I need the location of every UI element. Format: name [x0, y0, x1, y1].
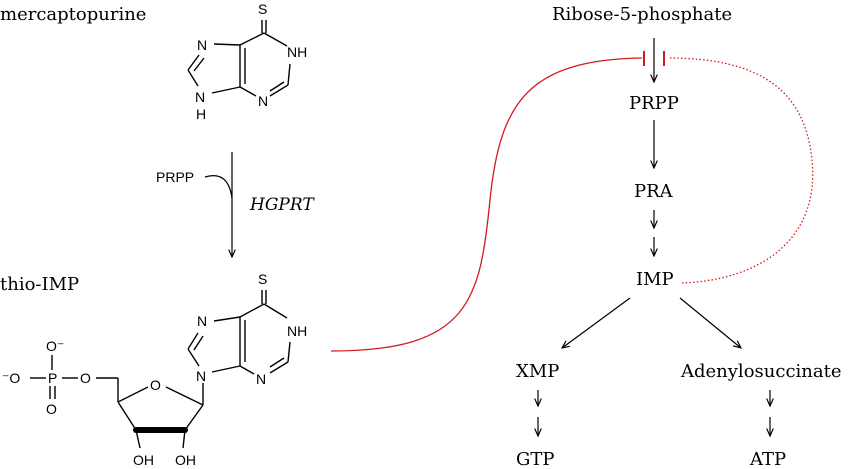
node-prpp: PRPP: [629, 93, 679, 114]
mercaptopurine-label: mercaptopurine: [0, 4, 146, 25]
atom-o-minus-top: O⁻: [46, 338, 64, 354]
node-gtp: GTP: [516, 449, 555, 469]
atom-h-9: H: [196, 106, 206, 122]
atom-o-double: O: [46, 401, 57, 417]
atom-o-ring: O: [150, 377, 161, 393]
atom-o-minus-left: ⁻O: [2, 370, 20, 386]
atom-o-ester: O: [80, 370, 91, 386]
atom-n-7-thio: N: [197, 313, 207, 329]
purine-pathway: Ribose-5-phosphate PRPP PRA IMP XMP Aden…: [516, 4, 842, 469]
thio-imp-inhibition-line: [330, 57, 643, 352]
hgprt-reaction: PRPP HGPRT: [156, 152, 315, 257]
inhibition-lines: [330, 51, 814, 352]
atom-s-top: S: [258, 1, 267, 17]
atom-nh-thio: NH: [287, 323, 307, 339]
atom-n-3: N: [258, 93, 268, 109]
atom-p: P: [48, 370, 57, 386]
thio-imp-label: thio-IMP: [0, 274, 79, 295]
node-xmp: XMP: [516, 361, 559, 382]
node-pra: PRA: [634, 181, 674, 202]
atom-nh-1: NH: [287, 44, 307, 60]
node-imp: IMP: [636, 269, 674, 290]
node-atp: ATP: [749, 449, 786, 469]
atom-n-7: N: [197, 37, 207, 53]
atom-n-3-thio: N: [256, 371, 266, 387]
mercaptopurine-structure: mercaptopurine S NH N N N H: [0, 1, 307, 122]
imp-feedback-line: [667, 57, 814, 284]
node-adenylosuccinate: Adenylosuccinate: [680, 361, 842, 382]
atom-n-9: N: [195, 89, 205, 105]
prpp-cosubstrate-label: PRPP: [156, 169, 194, 185]
atom-s-thio: S: [258, 271, 267, 287]
node-ribose-5-phosphate: Ribose-5-phosphate: [552, 4, 732, 25]
atom-oh-3: OH: [175, 452, 196, 468]
thio-imp-structure: thio-IMP S NH N N N O OH OH: [0, 271, 307, 468]
enzyme-label: HGPRT: [249, 195, 315, 215]
atom-oh-2: OH: [133, 452, 154, 468]
atom-n-9-thio: N: [196, 368, 206, 384]
